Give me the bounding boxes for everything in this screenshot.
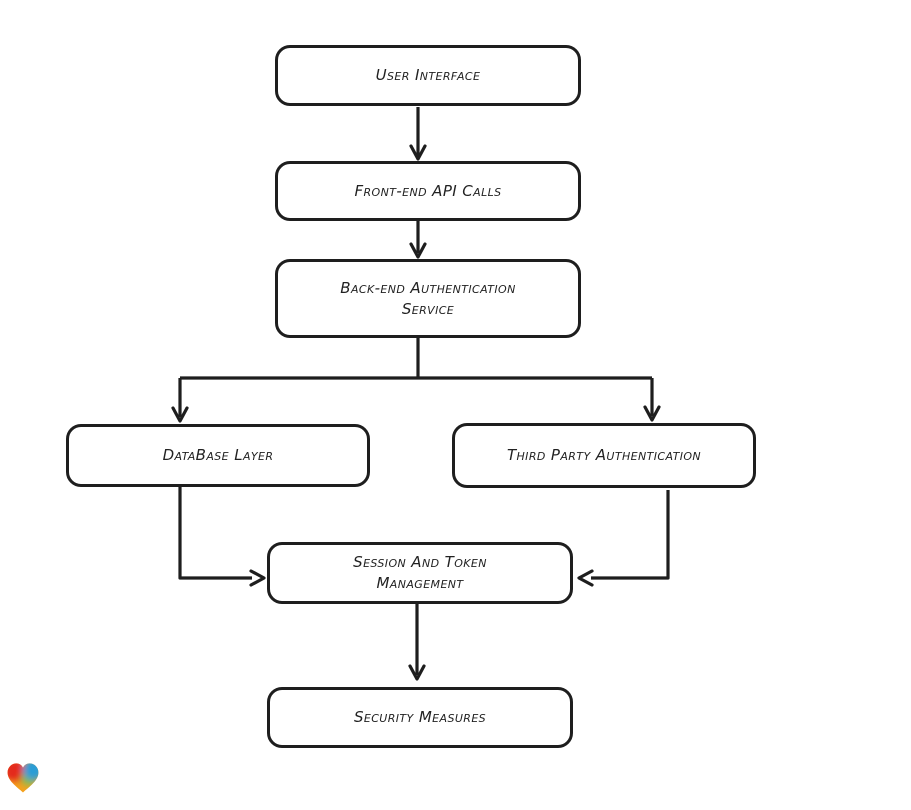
arrowhead-down-icon <box>408 664 426 681</box>
arrowhead-down-icon <box>409 144 427 161</box>
node-label: Back-end Authentication Service <box>340 278 516 318</box>
node-label: Session And Token Management <box>353 553 487 592</box>
node-security-measures: Security Measures <box>267 687 573 748</box>
arrowhead-down-icon <box>171 406 189 423</box>
edge-thirdparty-to-session <box>591 490 670 580</box>
node-user-interface: User Interface <box>275 45 581 106</box>
node-back-end-authentication-service: Back-end Authentication Service <box>275 259 581 338</box>
node-session-and-token-management: Session And Token Management <box>267 542 573 604</box>
node-front-end-api-calls: Front-end API Calls <box>275 161 581 221</box>
node-label: Third Party Authentication <box>506 446 702 464</box>
node-label: User Interface <box>375 66 481 84</box>
node-label: Front-end API Calls <box>354 181 502 200</box>
heart-logo-icon <box>7 763 39 793</box>
arrowhead-down-icon <box>643 405 661 422</box>
node-label: DataBase Layer <box>162 446 274 464</box>
node-third-party-authentication: Third Party Authentication <box>452 423 756 488</box>
arrowhead-right-icon <box>249 569 266 587</box>
arrowhead-left-icon <box>577 569 594 587</box>
arrowhead-down-icon <box>409 242 427 259</box>
node-database-layer: DataBase Layer <box>66 424 370 487</box>
edge-database-to-session <box>178 487 252 580</box>
node-label: Security Measures <box>353 708 487 726</box>
